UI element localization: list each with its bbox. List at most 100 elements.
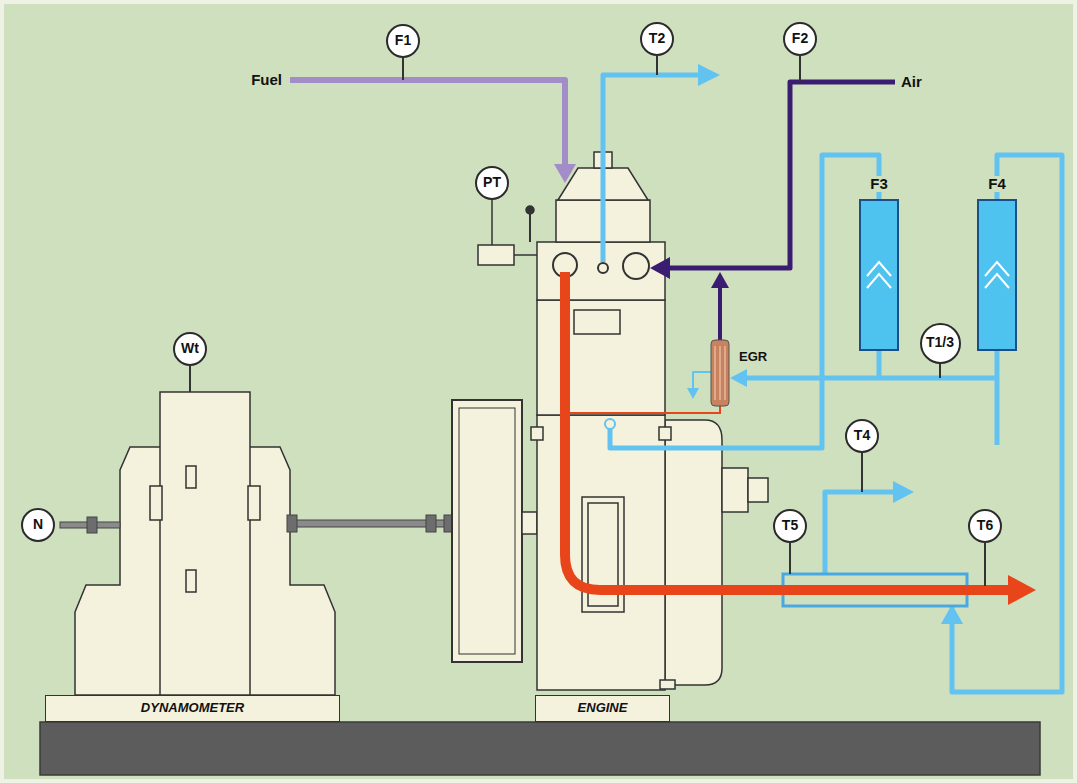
flywheel [459, 408, 515, 654]
sensor-circle: Wt [173, 332, 207, 366]
drive-shaft [60, 515, 452, 533]
rotameter [867, 274, 891, 288]
node-text: ENGINE [578, 701, 628, 715]
dynamometer-body [160, 392, 250, 695]
engine-block [537, 300, 665, 415]
egr-cooler [725, 346, 726, 400]
fuel-pipe [290, 80, 565, 166]
leader-line [656, 56, 658, 75]
node-text: T1/3 [926, 335, 954, 350]
egr-cooler [720, 346, 721, 400]
air-pipe [718, 286, 722, 340]
water-arrowhead [687, 64, 963, 624]
water-pipe [610, 155, 879, 448]
engine-block [574, 310, 620, 334]
air-arrowhead [711, 272, 729, 288]
base-plate: DYNAMOMETER [45, 695, 340, 722]
engine-block [598, 263, 608, 273]
dynamometer-body [150, 486, 162, 520]
air-arrowhead [650, 257, 670, 279]
rotameter [985, 274, 1009, 288]
fluid-label: Fuel [249, 72, 284, 89]
node-text: N [33, 517, 43, 532]
flowmeter-label: F4 [986, 176, 1008, 193]
leader-line [789, 543, 791, 574]
egr-cooler [711, 340, 729, 406]
node-text: Wt [181, 341, 199, 356]
leader-line [799, 56, 801, 82]
node-text: T2 [649, 31, 665, 46]
sensor-circle: T1/3 [920, 323, 961, 364]
sensor-circle: T4 [845, 419, 879, 453]
water-inlet [605, 419, 615, 429]
pressure-transducer [478, 245, 514, 265]
flywheel [452, 400, 522, 662]
water-pipe [745, 376, 997, 381]
flowmeter-label: F3 [868, 176, 890, 193]
water-pipe [877, 350, 882, 378]
engine-block [748, 478, 768, 502]
water-arrowhead [893, 481, 914, 503]
node-text: PT [483, 175, 501, 190]
water-arrowhead [730, 369, 747, 387]
sensor-circle: F1 [386, 24, 420, 58]
base-plate: ENGINE [535, 695, 670, 722]
egr-label: EGR [737, 350, 769, 364]
engine-block [537, 415, 665, 690]
pressure-transducer [491, 200, 493, 245]
drive-shaft [426, 515, 436, 532]
water-pipe [603, 75, 700, 262]
flywheel [452, 400, 537, 662]
sensor-circle: PT [475, 166, 509, 200]
bedplate [40, 722, 1040, 775]
sensor-circle: T6 [968, 509, 1002, 543]
sensor-circle: T2 [640, 22, 674, 56]
fluid-label: Air [899, 74, 924, 91]
node-text: T5 [782, 518, 798, 533]
rotameter [860, 200, 898, 350]
pressure-transducer [514, 254, 537, 256]
node-text: T6 [977, 518, 993, 533]
node-text: T4 [854, 428, 870, 443]
node-text: F2 [792, 31, 808, 46]
leader-line [939, 362, 941, 378]
engine-block [722, 468, 748, 512]
sensor-circle: N [21, 508, 55, 542]
pressure-transducer [478, 200, 537, 265]
drive-shaft [444, 515, 452, 532]
leader-line [402, 58, 404, 80]
air-arrowhead [650, 257, 729, 288]
pressure-transducer [526, 206, 534, 214]
water-pipe [603, 75, 1062, 692]
pressure-transducer [529, 214, 531, 242]
water-pipe [952, 155, 1062, 692]
dynamometer-body [75, 447, 165, 695]
water-pipe [693, 372, 711, 390]
node-text: DYNAMOMETER [141, 701, 244, 715]
fuel-arrowhead [554, 164, 576, 183]
exhaust-arrowhead [1008, 575, 1036, 605]
drive-shaft [87, 517, 97, 533]
fuel-pipe [290, 80, 565, 166]
flywheel [522, 512, 537, 534]
leader-line [189, 366, 191, 392]
water-pipe [995, 350, 1000, 445]
dynamometer-body [75, 392, 335, 695]
egr-cooler [715, 346, 716, 400]
rotameter [978, 200, 1016, 350]
dynamometer-body [245, 447, 335, 695]
engine-block [531, 427, 543, 440]
dynamometer-body [186, 466, 196, 488]
sensor-circle: F2 [783, 22, 817, 56]
dynamometer-body [248, 486, 260, 520]
leader-line [861, 453, 863, 492]
leader-line [190, 56, 985, 586]
engine-block [659, 427, 671, 440]
node-text: F1 [395, 33, 411, 48]
leader-line [984, 543, 986, 586]
water-arrowhead [698, 64, 720, 86]
